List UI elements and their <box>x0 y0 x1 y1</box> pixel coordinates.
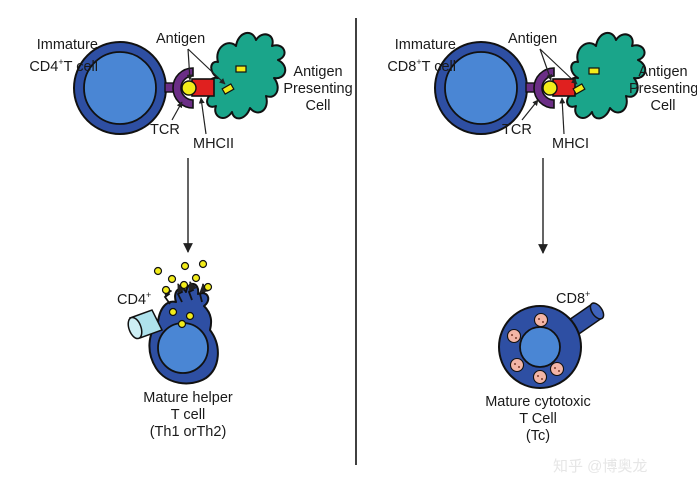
cytotoxic-line2: T Cell <box>519 411 557 427</box>
mature-helper-label: Mature helper T cell (Th1 orTh2) <box>118 390 258 441</box>
immature-cd4-t-cell <box>73 41 167 135</box>
tcr-label: TCR <box>150 122 180 138</box>
cd4-label-sup: + <box>146 290 152 300</box>
mhc-label: MHCI <box>552 136 590 152</box>
tcr-pointer <box>171 101 183 121</box>
antigen-pointer <box>539 48 578 85</box>
antigen-fragment <box>588 67 600 75</box>
antigen-fragment <box>235 65 247 73</box>
watermark: 知乎 @博奥龙 <box>553 458 648 475</box>
cytokine-granules <box>153 259 213 329</box>
left-panel <box>73 31 287 385</box>
antigen-label: Antigen <box>156 31 206 47</box>
tcr-pointer <box>521 99 539 121</box>
antigen-pointer <box>186 48 193 81</box>
immature-label-line1: Immature <box>36 37 98 53</box>
apc-line3: Cell <box>650 98 676 114</box>
immature-label-line2: CD8+T cell <box>360 54 456 76</box>
antigen-pointer <box>187 48 226 85</box>
cd8-label-sup: + <box>585 289 591 299</box>
cytotoxic-granules <box>506 312 565 385</box>
apc-line1: Antigen <box>293 64 343 80</box>
immature-cell-label: Immature CD4+T cell <box>5 37 98 76</box>
helper-line2: T cell <box>170 407 206 423</box>
immature-cell-label: Immature CD8+T cell <box>360 37 456 76</box>
immature-cd8-t-cell <box>434 41 528 135</box>
apc-line2: Presenting <box>629 81 697 97</box>
antigen-bound <box>181 80 197 96</box>
antigen-presenting-cell <box>206 31 287 120</box>
granule-dots <box>511 318 560 380</box>
cytotoxic-line3: (Tc) <box>525 428 551 444</box>
apc-line1: Antigen <box>638 64 688 80</box>
mhc-label: MHCII <box>193 136 235 152</box>
cd4-coreceptor <box>127 309 164 340</box>
cd8-sup: + <box>416 57 422 67</box>
tcr-receptor <box>525 67 555 109</box>
t-cell-text: T cell <box>421 58 456 75</box>
apc-label: Antigen Presenting Cell <box>280 64 356 115</box>
mhc-pointer <box>559 97 566 135</box>
tcr-label: TCR <box>502 122 532 138</box>
mhc-pointer <box>198 97 207 135</box>
antigen-pointer <box>539 48 553 81</box>
immature-label-line1: Immature <box>394 37 456 53</box>
cd4-sup: + <box>58 57 64 67</box>
cd8-label-text: CD8 <box>556 290 586 307</box>
antigen-fragment <box>572 83 586 95</box>
helper-line3: (Th1 orTh2) <box>149 424 227 440</box>
apc-label: Antigen Presenting Cell <box>629 64 697 115</box>
apc-line3: Cell <box>305 98 331 114</box>
cd8-text: CD8 <box>387 58 417 75</box>
cd8-label: CD8+ <box>556 286 590 308</box>
cd4-text: CD4 <box>29 58 59 75</box>
helper-line1: Mature helper <box>143 390 233 406</box>
mature-cytotoxic-label: Mature cytotoxic T Cell (Tc) <box>468 394 608 445</box>
right-panel <box>434 31 647 389</box>
tcr-receptor <box>164 67 194 109</box>
mature-helper-t-cell <box>148 283 219 385</box>
cd4-label: CD4+ <box>117 287 151 309</box>
cd4-label-text: CD4 <box>117 291 147 308</box>
antigen-bound <box>542 80 558 96</box>
antigen-label: Antigen <box>508 31 558 47</box>
immature-label-line2: CD4+T cell <box>5 54 98 76</box>
apc-line2: Presenting <box>283 81 353 97</box>
cytotoxic-line1: Mature cytotoxic <box>485 394 591 410</box>
t-cell-text: T cell <box>63 58 98 75</box>
antigen-fragment <box>221 83 235 95</box>
